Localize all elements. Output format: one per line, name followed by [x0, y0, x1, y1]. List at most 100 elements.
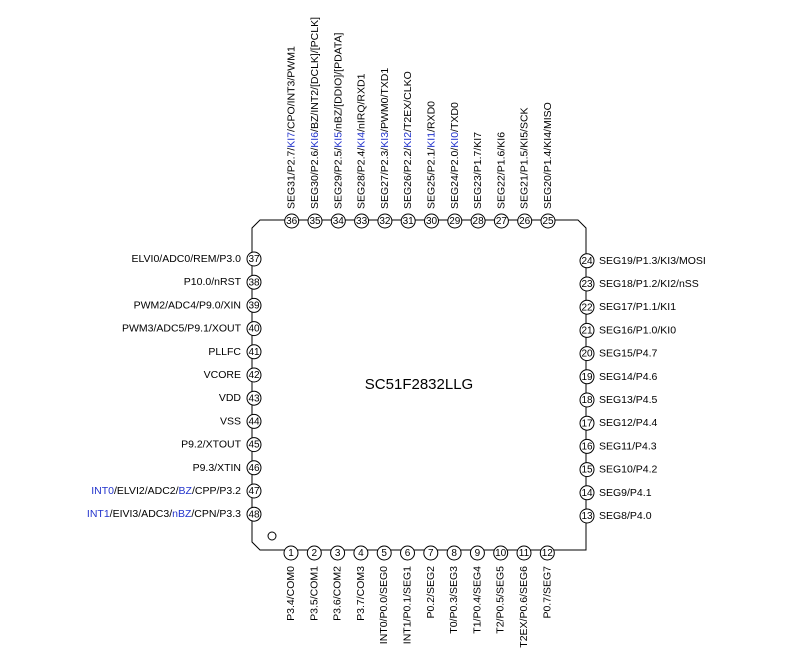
pin-circle	[579, 462, 595, 478]
pin-label-segment: T2/P0.5/SEG5	[494, 566, 506, 634]
pin-number: 46	[248, 463, 260, 474]
pin-label-segment: SEG27/P2.3/	[379, 148, 391, 209]
pin-number: 40	[248, 324, 260, 335]
pin-label-segment: /nIRQ/RXD1	[355, 73, 367, 132]
pin-number: 48	[248, 509, 260, 520]
pin-circle	[246, 437, 262, 453]
pin-label-segment: VDD	[219, 392, 242, 404]
pin-label-segment: SEG24/P2.0/	[449, 148, 461, 209]
pin-label-segment: KI3	[379, 132, 391, 148]
pin-label-segment: nBZ	[172, 508, 192, 520]
pin-label-segment: SEG19/P1.3/KI3/MOSI	[599, 255, 706, 267]
pin-label: PWM3/ADC5/P9.1/XOUT	[122, 322, 242, 334]
pin-label: INT1/EIVI3/ADC3/nBZ/CPN/P3.3	[87, 508, 241, 520]
pin-number: 2	[312, 548, 318, 559]
pin-label-segment: P3.7/COM3	[355, 566, 367, 621]
pin-number: 42	[248, 370, 260, 381]
pin-number: 22	[581, 302, 593, 313]
pin-label: SEG21/P1.5/KI5/SCK	[518, 107, 530, 209]
pin-circle	[246, 251, 262, 267]
pin-number: 18	[581, 395, 593, 406]
pin-label: P0.2/SEG2	[425, 566, 437, 619]
pin-circle	[516, 545, 532, 561]
pin-circle	[377, 213, 393, 229]
pin-number: 12	[542, 548, 554, 559]
pin-label-segment: BZ	[179, 485, 193, 497]
pin-label-segment: SEG12/P4.4	[599, 417, 658, 429]
pin-number: 13	[581, 511, 593, 522]
pin-label-segment: VSS	[220, 415, 241, 427]
pin-label-segment: PLLFC	[208, 346, 241, 358]
pin-circle	[246, 344, 262, 360]
pin-number: 28	[473, 216, 485, 227]
pin-number: 45	[248, 440, 260, 451]
pin-circle	[579, 485, 595, 501]
pin-label: SEG31/P2.7/KI7/CPO/INT3/PWM1	[285, 46, 297, 209]
pin-circle	[424, 213, 439, 229]
pin-label: SEG11/P4.3	[599, 440, 657, 452]
pin-label: T2EX/P0.6/SEG6	[518, 566, 530, 648]
pin-label-segment: KI4	[355, 132, 367, 148]
pin-label-segment: SEG30/P2.6/	[309, 148, 321, 209]
pin-label: SEG19/P1.3/KI3/MOSI	[599, 255, 706, 267]
pin-number: 24	[581, 256, 593, 267]
pin1-marker-dot	[267, 531, 277, 541]
pin-label: P9.2/XTOUT	[181, 438, 241, 450]
pin-number: 9	[475, 548, 481, 559]
pin-circle	[246, 367, 262, 383]
pin-label-segment: SEG8/P4.0	[599, 510, 652, 522]
pin-number: 25	[542, 216, 554, 227]
pin-circle	[246, 274, 262, 290]
pin-circle	[246, 390, 262, 406]
pin-label: T1/P0.4/SEG4	[471, 566, 483, 634]
pin-label-segment: INT0/P0.0/SEG0	[378, 566, 390, 644]
pin-label-segment: /T2EX/CLKO	[402, 71, 414, 132]
pin-circle	[246, 483, 262, 499]
pin-circle	[579, 508, 595, 524]
pin-number: 30	[426, 216, 438, 227]
pin-label: SEG27/P2.3/KI3/PWM0/TXD1	[379, 68, 391, 209]
pin-label: SEG13/P4.5	[599, 394, 658, 406]
pin-label-segment: SEG15/P4.7	[599, 347, 658, 359]
pin-circle	[469, 545, 485, 561]
pin-circle	[579, 276, 595, 292]
pin-number: 8	[451, 548, 457, 559]
pin-label: T2/P0.5/SEG5	[494, 566, 506, 634]
pin-circle	[246, 506, 262, 522]
pin-label-segment: KI0	[449, 132, 461, 148]
pin-circle	[579, 438, 595, 454]
pin-label-segment: /PWM0/TXD1	[379, 68, 391, 132]
pin-label: P9.3/XTIN	[193, 462, 241, 474]
pin-label-segment: P10.0/nRST	[184, 276, 242, 288]
pin-label-segment: SEG14/P4.6	[599, 371, 658, 383]
pin-circle	[470, 213, 486, 229]
pin-circle	[400, 545, 415, 561]
pin-label: P10.0/nRST	[184, 276, 242, 288]
pin-circle	[579, 415, 595, 431]
pin-label-segment: ELVI0/ADC0/REM/P3.0	[131, 253, 241, 265]
pin-label-segment: SEG26/P2.2/	[402, 148, 414, 209]
pin-label-segment: SEG20/P1.4/KI4/MISO	[542, 102, 554, 209]
pin-label-segment: /CPO/INT3/PWM1	[285, 46, 297, 132]
pin-circle	[284, 213, 300, 229]
pin-number: 39	[248, 301, 260, 312]
pin-circle	[579, 369, 595, 385]
pin-label-segment: T1/P0.4/SEG4	[471, 566, 483, 634]
pin-circle	[307, 213, 323, 229]
pin-label: P3.5/COM1	[308, 566, 320, 621]
pin-label-segment: INT0	[91, 485, 114, 497]
pin-label: SEG16/P1.0/KI0	[599, 324, 676, 336]
pin-label-segment: T2EX/P0.6/SEG6	[518, 566, 530, 648]
pin-label-segment: SEG28/P2.4/	[355, 148, 367, 209]
pin-number: 17	[581, 418, 593, 429]
pin-label-segment: /ELVI2/ADC2/	[114, 485, 179, 497]
pin-number: 14	[581, 488, 593, 499]
pin-circle	[579, 322, 595, 338]
pin-label: SEG23/P1.7/KI7	[472, 132, 484, 209]
pin-circle	[306, 545, 322, 561]
pin-label: SEG8/P4.0	[599, 510, 652, 522]
pin-label-segment: /TXD0	[449, 102, 461, 132]
pin-number: 11	[519, 548, 530, 559]
pin-number: 19	[581, 372, 593, 383]
pin-label: VDD	[219, 392, 242, 404]
